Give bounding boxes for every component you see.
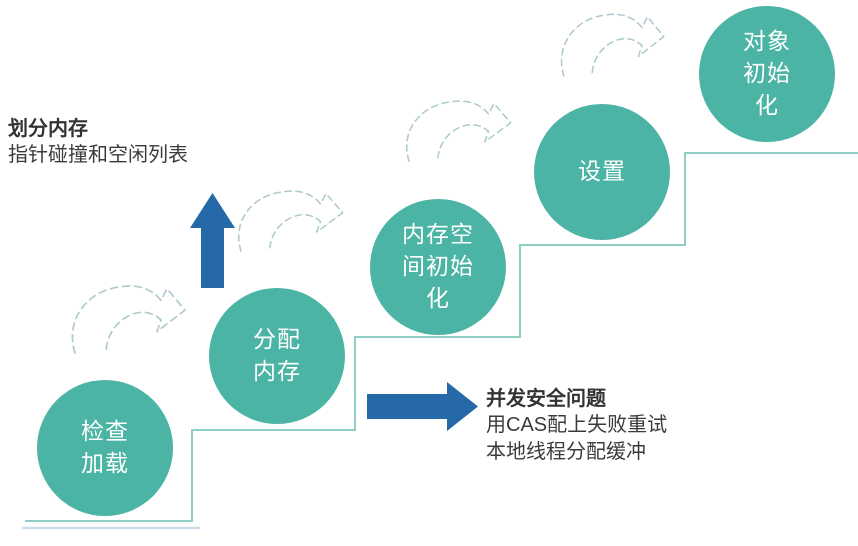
up-arrow-icon: [190, 193, 235, 288]
step-circle-check-load: 检查 加载: [37, 380, 173, 516]
dashed-curved-arrow-icon: [71, 285, 186, 354]
annotation-line: 指针碰撞和空闲列表: [8, 144, 188, 166]
step-circle-allocate-memory: 分配 内存: [209, 288, 345, 424]
annotation-divide-memory: 划分内存 指针碰撞和空闲列表: [8, 116, 328, 169]
staircase-step-line: [25, 152, 858, 522]
annotation-title: 划分内存: [8, 118, 88, 140]
dashed-curved-arrow-icon: [405, 100, 512, 162]
dashed-curved-arrow-icon: [237, 190, 344, 252]
annotation-title: 并发安全问题: [486, 388, 606, 410]
dashed-curved-arrow-icon: [560, 13, 665, 77]
step-circle-setup: 设置: [534, 104, 670, 240]
step-circle-object-init: 对象 初始 化: [699, 6, 835, 142]
right-arrow-icon: [367, 382, 478, 431]
annotation-line: 本地线程分配缓冲: [486, 441, 646, 463]
step-circle-memory-init: 内存空 间初始 化: [370, 199, 506, 335]
annotation-line: 用CAS配上失败重试: [486, 414, 668, 436]
annotation-concurrency-safety: 并发安全问题 用CAS配上失败重试 本地线程分配缓冲: [486, 386, 816, 466]
